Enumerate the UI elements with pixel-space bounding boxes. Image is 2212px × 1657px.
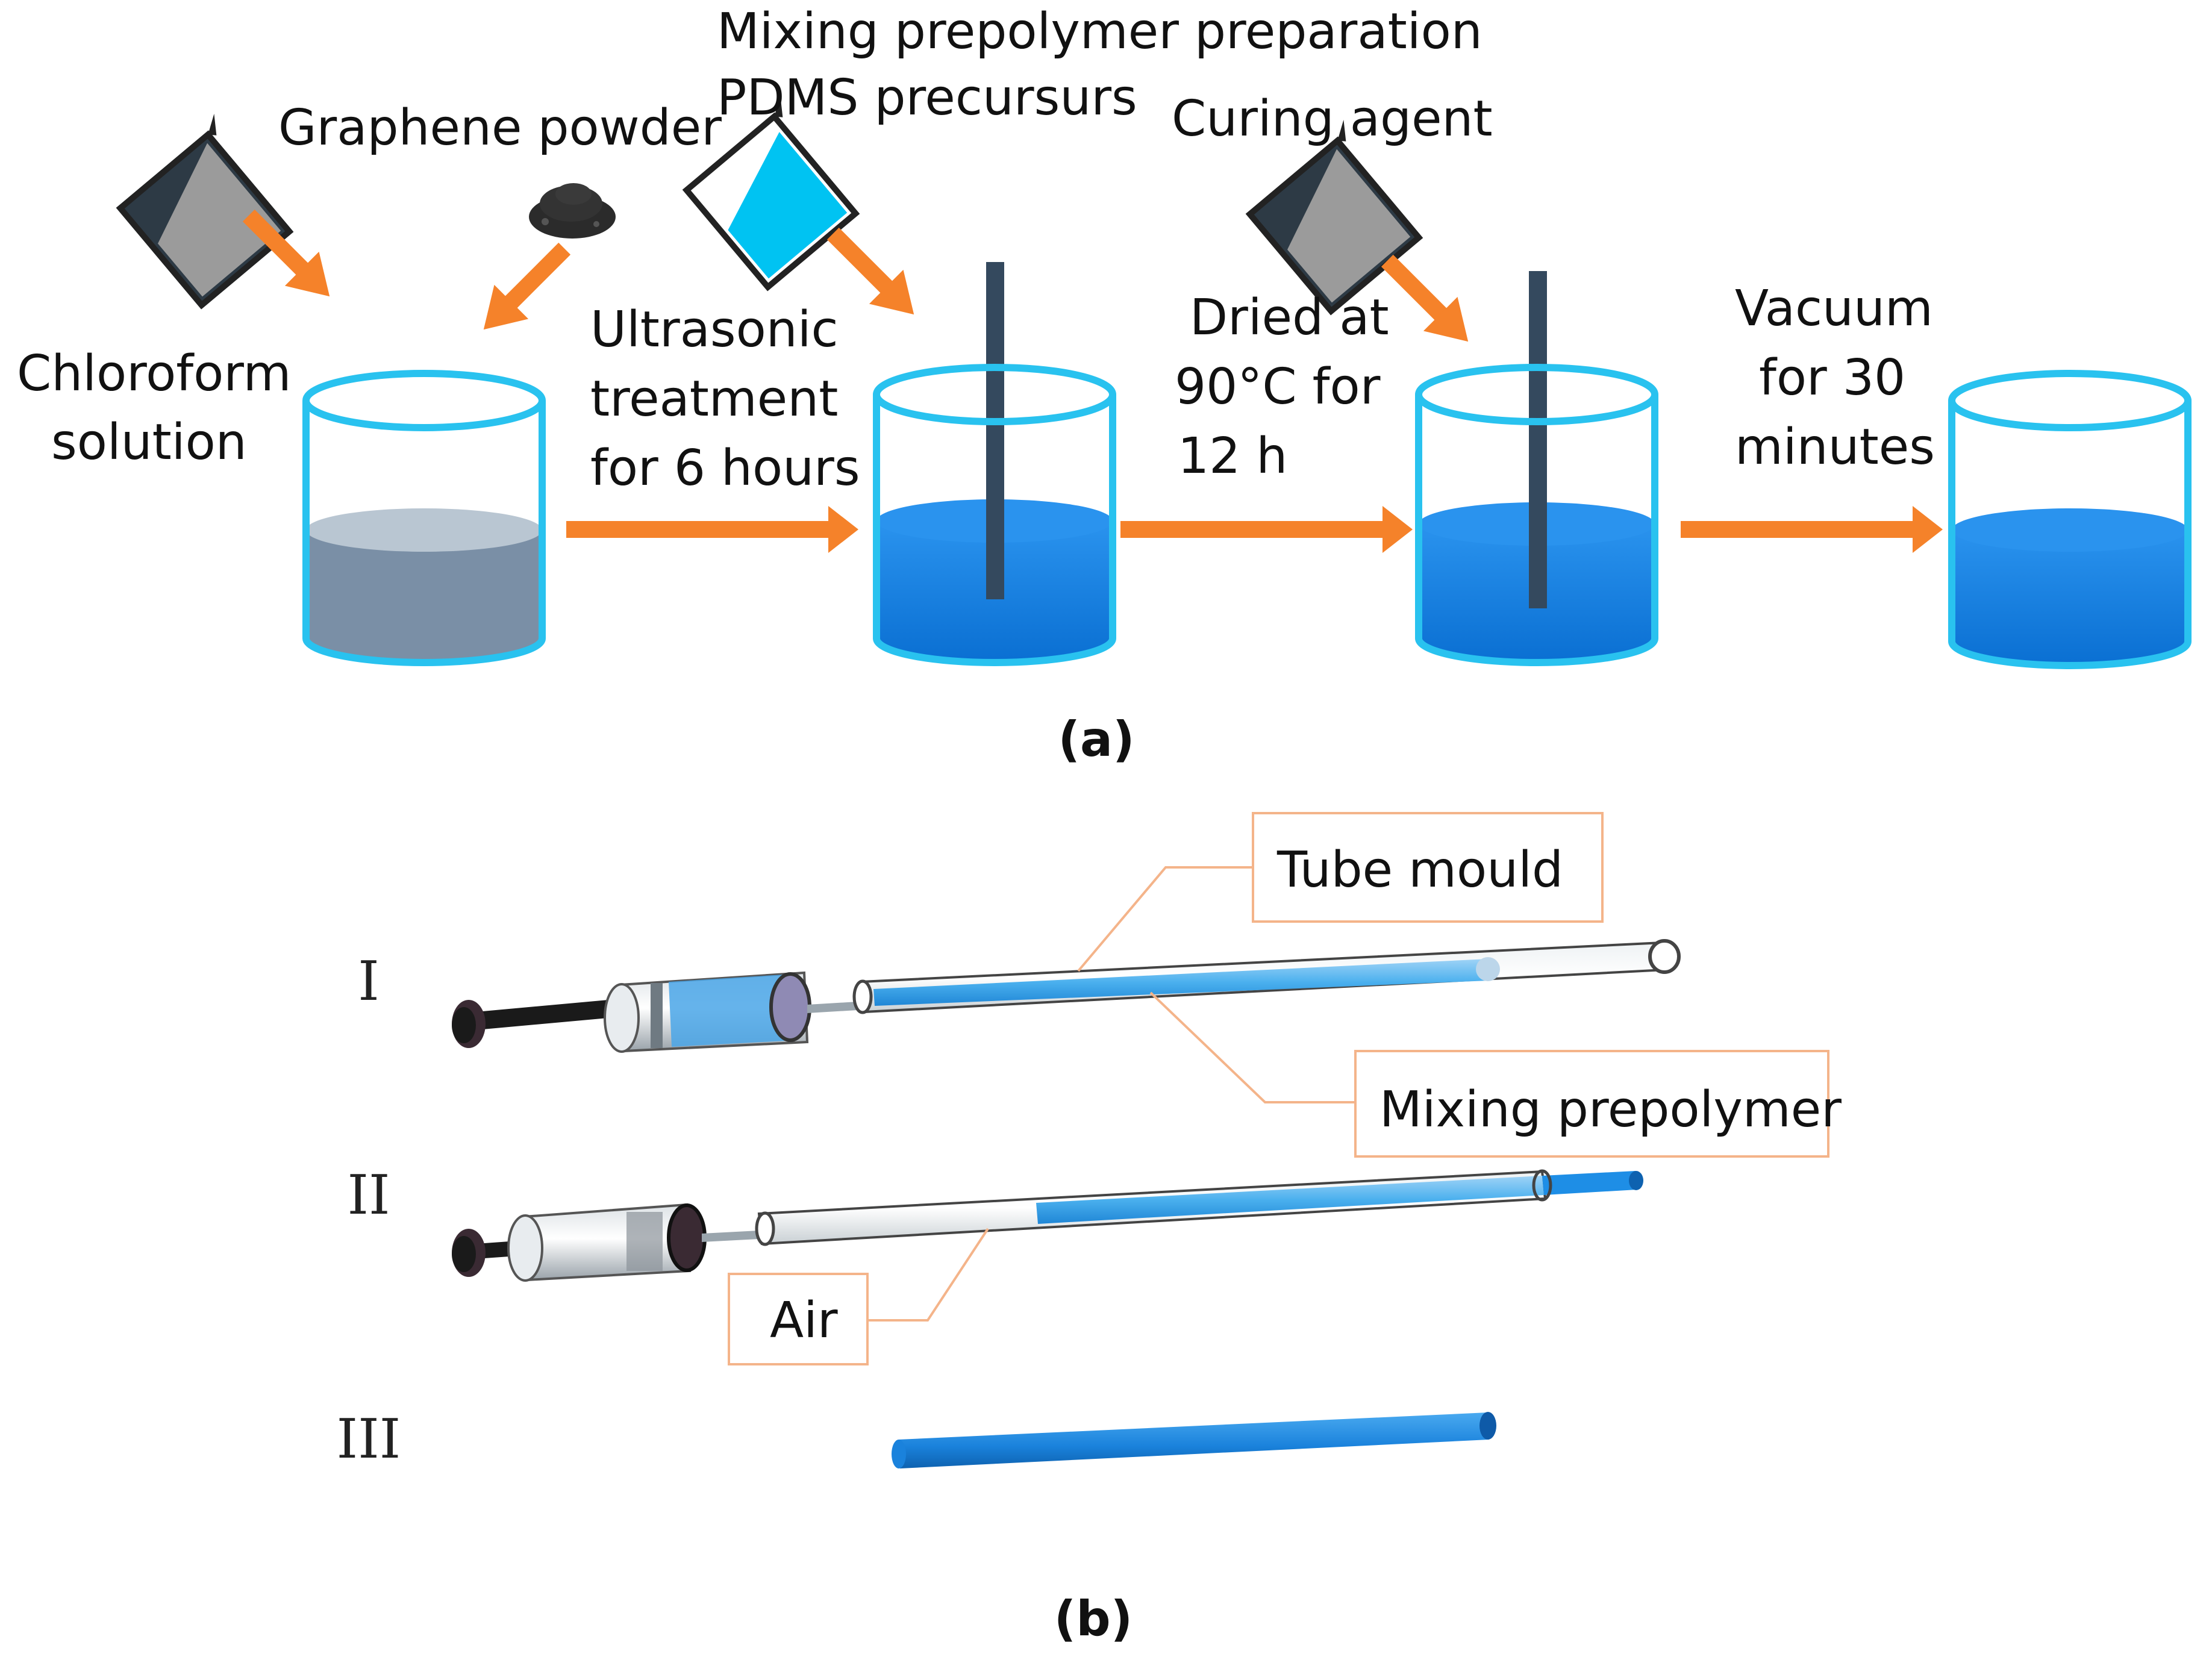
label-ultrasonic: Ultrasonic	[590, 301, 839, 358]
pouring-beaker-curing-agent	[1245, 119, 1423, 316]
arrow-curing-in	[1381, 254, 1469, 342]
callout-mixing-prepolymer: Mixing prepolymer	[1149, 991, 1842, 1158]
label-chloroform: Chloroform	[17, 345, 291, 402]
panel-a: Mixing prepolymer preparation PDMS precu…	[17, 3, 2192, 767]
label-mixing-prepolymer-preparation: Mixing prepolymer preparation	[717, 3, 1482, 60]
tube-mould-row-2	[755, 1169, 1643, 1246]
beaker-dried	[1415, 271, 1658, 666]
label-90c-for: 90°C for	[1175, 358, 1381, 416]
syringe-row-1	[452, 971, 867, 1053]
process-arrows	[566, 506, 1943, 553]
label-curing-agent: Curing agent	[1172, 90, 1493, 148]
arrow-pdms-in	[826, 227, 914, 315]
label-mixing-prepolymer: Mixing prepolymer	[1379, 1081, 1842, 1138]
arrow-step-1	[566, 506, 858, 553]
beaker-chloroform-solution	[302, 370, 546, 666]
label-graphene-powder: Graphene powder	[278, 99, 722, 157]
label-tube-mould: Tube mould	[1276, 841, 1563, 899]
panel-b-caption: (b)	[1054, 1591, 1133, 1647]
tube-mould-row-1	[852, 939, 1681, 1014]
label-vacuum: Vacuum	[1735, 280, 1933, 337]
callout-air: Air	[728, 1228, 989, 1365]
label-solution: solution	[51, 414, 247, 471]
beaker-vacuum	[1948, 370, 2192, 669]
label-for-6-hours: for 6 hours	[590, 440, 860, 497]
arrow-step-3	[1681, 506, 1943, 553]
arrow-graphene-in	[483, 242, 571, 330]
arrow-step-2	[1120, 506, 1413, 553]
label-treatment: treatment	[590, 370, 838, 428]
label-air: Air	[770, 1292, 838, 1349]
label-for-30: for 30	[1759, 349, 1905, 407]
row-label-I: I	[358, 950, 380, 1013]
pouring-beaker-pdms	[682, 95, 860, 292]
label-12-h: 12 h	[1178, 428, 1287, 485]
label-pdms-precursors: PDMS precursurs	[717, 69, 1137, 126]
stirrer-rod	[1529, 271, 1547, 608]
syringe-row-2	[452, 1203, 759, 1282]
diagonal-arrows	[242, 209, 1469, 342]
panel-b: I II III	[337, 812, 1842, 1647]
cured-tube-row-3	[892, 1412, 1496, 1468]
beaker-ultrasonic	[873, 262, 1116, 666]
arrow-chloroform-in	[242, 209, 330, 297]
panel-a-caption: (a)	[1058, 711, 1134, 767]
label-dried-at: Dried at	[1190, 289, 1389, 346]
pouring-beaker-chloroform	[116, 113, 294, 310]
graphene-powder-pile	[529, 183, 616, 239]
stirrer-rod	[986, 262, 1004, 599]
label-minutes: minutes	[1735, 419, 1935, 476]
row-label-III: III	[337, 1408, 401, 1471]
row-label-II: II	[347, 1164, 390, 1227]
callout-tube-mould: Tube mould	[1077, 812, 1604, 972]
